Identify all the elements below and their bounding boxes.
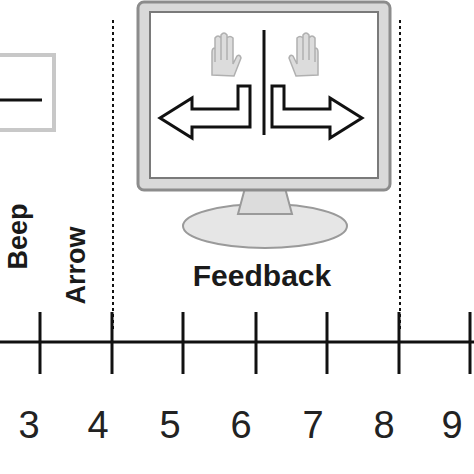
phase-boundary <box>112 20 114 332</box>
axis-ticks <box>40 312 470 374</box>
tick-number: 7 <box>302 404 323 447</box>
phase-label: Arrow <box>60 226 91 304</box>
monitor-icon <box>138 2 390 248</box>
time-axis <box>0 341 474 344</box>
tick-number: 4 <box>87 404 108 447</box>
phase-label: Feedback <box>193 259 331 293</box>
cue-line <box>0 99 42 102</box>
cue-box <box>0 55 54 130</box>
phase-boundary <box>399 20 401 332</box>
tick-number: 3 <box>18 404 39 447</box>
tick-number: 5 <box>159 404 180 447</box>
tick-number: 9 <box>441 404 462 447</box>
tick-number: 6 <box>230 404 251 447</box>
tick-number: 8 <box>373 404 394 447</box>
phase-label: Beep <box>2 203 33 269</box>
